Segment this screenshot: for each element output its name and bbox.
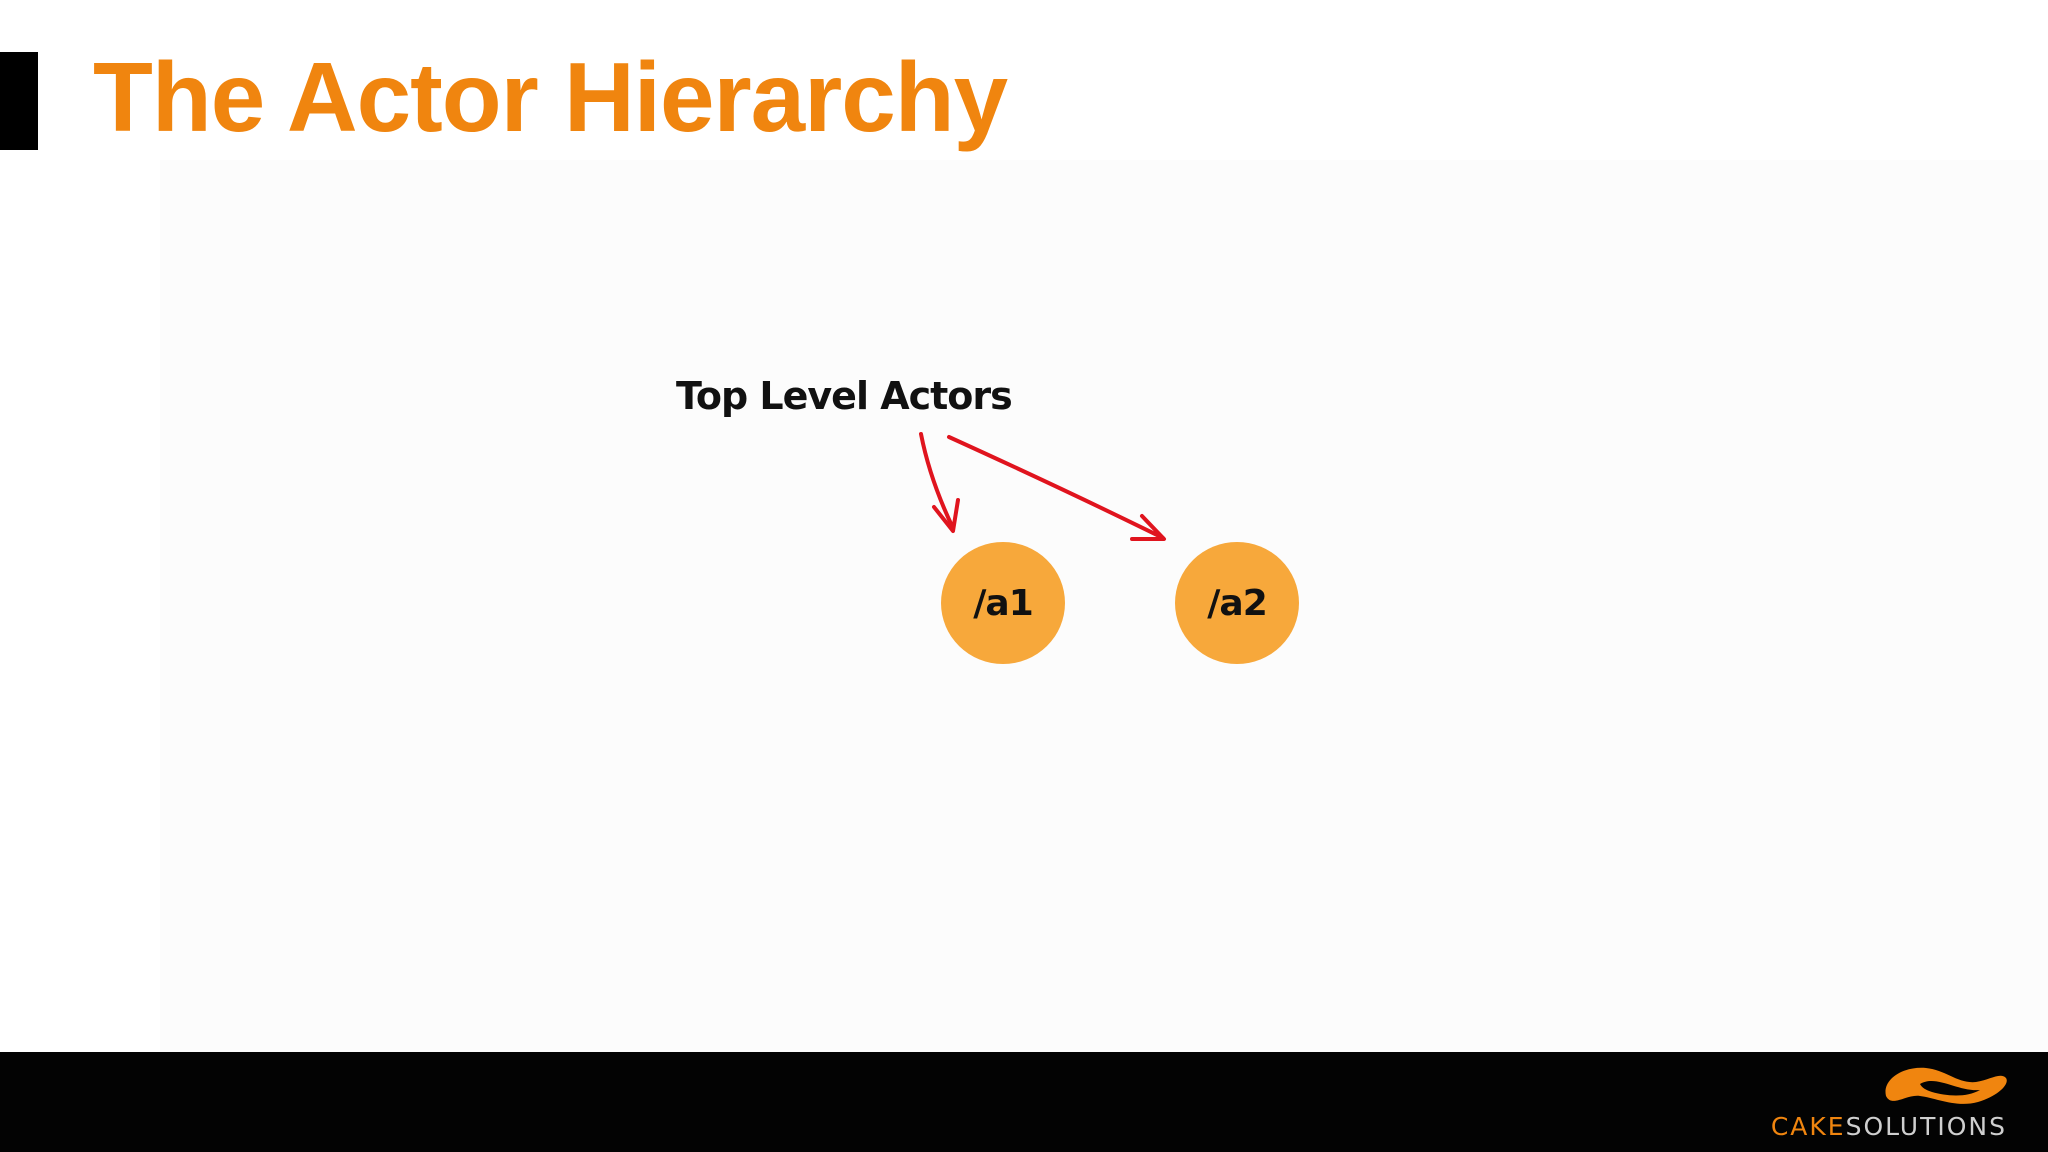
- logo-swirl-inner: [1920, 1080, 1980, 1096]
- arrow-head-a1: [932, 498, 960, 533]
- logo-text-cake: CAKE: [1770, 1112, 1846, 1141]
- diagram-canvas: [160, 160, 2048, 1052]
- cake-solutions-logo-icon: [1885, 1067, 2007, 1104]
- arrow-to-a1: [919, 432, 955, 530]
- arrow-head-a2: [1130, 514, 1166, 541]
- actor-node-a1: /a1: [941, 542, 1065, 664]
- logo-text-solutions: SOLUTIONS: [1845, 1112, 2007, 1141]
- cake-solutions-logo-text: CAKESOLUTIONS: [1771, 1114, 2007, 1139]
- footer-bar: [0, 1052, 2048, 1152]
- arrow-to-a2: [947, 435, 1165, 540]
- actor-node-label: /a1: [973, 582, 1033, 624]
- actor-node-a2: /a2: [1175, 542, 1299, 664]
- title-accent-bar: [0, 52, 38, 150]
- actor-node-label: /a2: [1207, 582, 1267, 624]
- slide-title: The Actor Hierarchy: [93, 42, 1008, 152]
- top-level-actors-label: Top Level Actors: [676, 374, 1013, 418]
